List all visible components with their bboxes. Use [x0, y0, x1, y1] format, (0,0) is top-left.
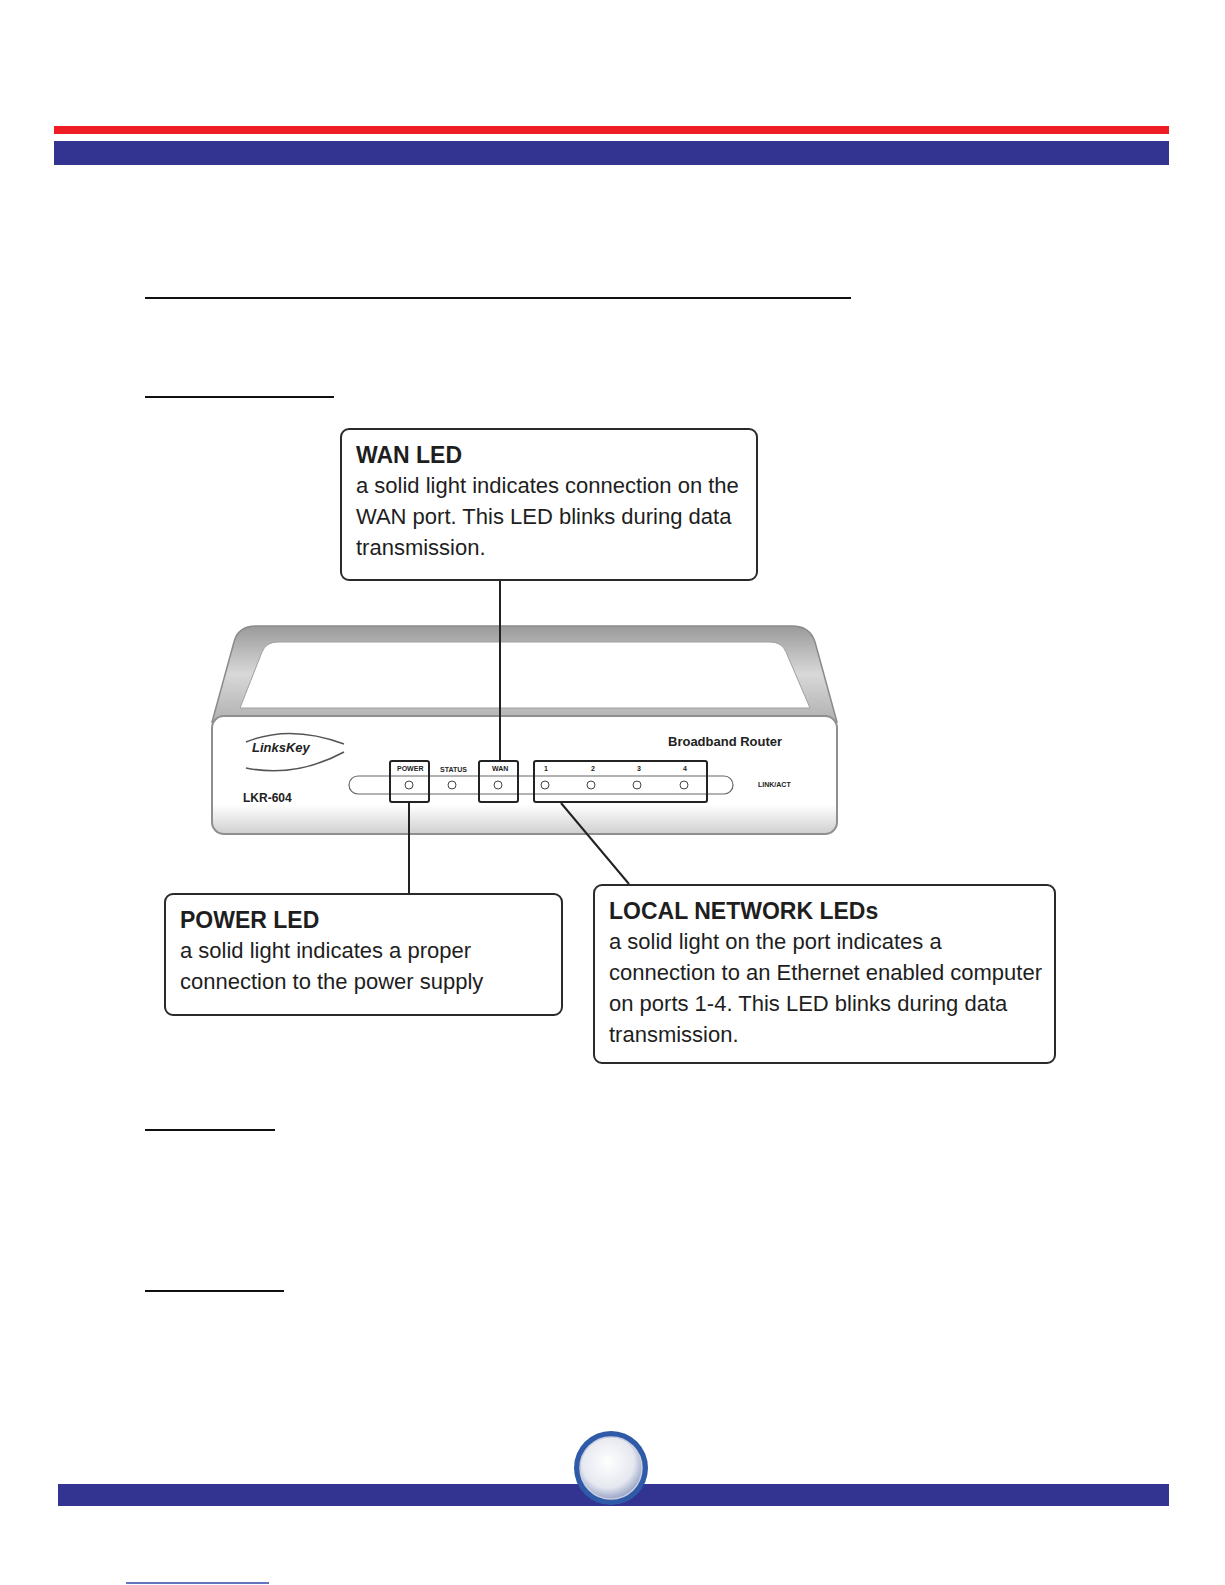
callout-box: WAN LEDa solid light indicates connectio… [340, 428, 758, 581]
leader-line [408, 803, 410, 893]
product-name: Broadband Router [668, 735, 782, 749]
callout-text: a solid light indicates connection on th… [356, 470, 744, 563]
led-label: STATUS [440, 766, 467, 774]
leader-line [499, 581, 501, 760]
lan-led [633, 781, 641, 789]
lan-led [541, 781, 549, 789]
router-top-inner [240, 642, 810, 708]
callout-box: LOCAL NETWORK LEDsa solid light on the p… [593, 884, 1056, 1064]
led-label: LINK/ACT [758, 781, 791, 789]
header-blue-bar [54, 141, 1169, 165]
led-label: 4 [683, 765, 687, 773]
callout-box: POWER LEDa solid light indicates a prope… [164, 893, 563, 1016]
page-badge-ring [574, 1431, 648, 1505]
router-top [212, 626, 837, 722]
led-strip [349, 776, 733, 794]
model-number: LKR-604 [243, 792, 292, 805]
callout-title: POWER LED [180, 905, 549, 935]
heading-rule [145, 297, 851, 299]
header-red-bar [54, 126, 1169, 134]
lan-led [680, 781, 688, 789]
brand-logo: LinksKey [252, 741, 310, 755]
led-highlight: WAN [478, 760, 519, 803]
link-rule [126, 1582, 269, 1584]
led-highlight: 1 2 3 4 [533, 760, 708, 803]
callout-title: WAN LED [356, 440, 744, 470]
heading-rule [145, 1290, 284, 1292]
led-label: WAN [492, 765, 508, 773]
led-label: 2 [591, 765, 595, 773]
wan-led [494, 781, 502, 789]
led-label: 1 [544, 765, 548, 773]
callout-title: LOCAL NETWORK LEDs [609, 896, 1042, 926]
callout-text: a solid light on the port indicates a co… [609, 926, 1042, 1050]
status-led [448, 781, 456, 789]
power-led [405, 781, 413, 789]
heading-rule [145, 1129, 275, 1131]
callout-text: a solid light indicates a proper connect… [180, 935, 549, 997]
led-label: 3 [637, 765, 641, 773]
leader-line [561, 803, 629, 884]
led-label: POWER [397, 765, 423, 773]
heading-rule [145, 396, 334, 398]
page-badge [580, 1437, 642, 1499]
lan-led [587, 781, 595, 789]
router-front-panel [212, 716, 837, 834]
led-highlight: POWER [389, 760, 430, 803]
